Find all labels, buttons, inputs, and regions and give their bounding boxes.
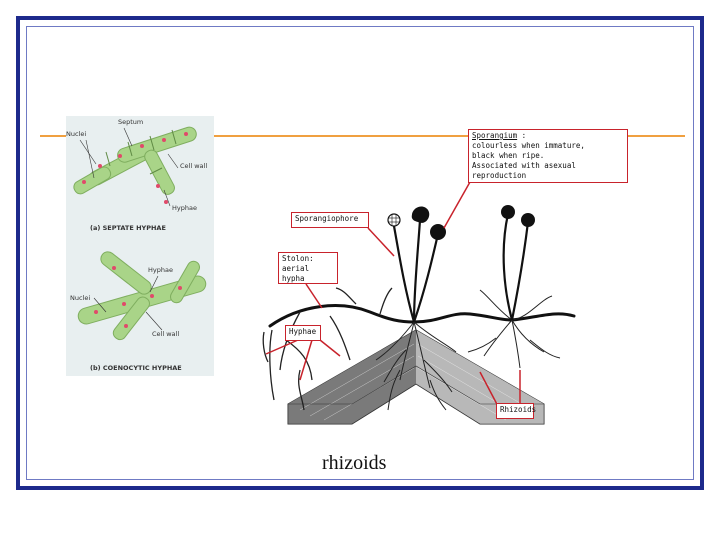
- rhizoid-cluster-right: [468, 290, 560, 368]
- sporangiophore-label: Sporangiophore: [295, 214, 365, 224]
- sporangium-callout: Sporangium : colourless when immature, b…: [468, 129, 628, 183]
- stolon-line: aerial hypha: [282, 264, 334, 284]
- sporangium-line-1: colourless when immature,: [472, 141, 624, 151]
- stolon-title: Stolon:: [282, 254, 334, 264]
- rhizoids-label: Rhizoids: [500, 405, 530, 415]
- sporangium-ripe: [521, 213, 535, 227]
- stolon-callout: Stolon: aerial hypha: [278, 252, 338, 284]
- sporangium-line-2: black when ripe.: [472, 151, 624, 161]
- hyphae-label: Hyphae: [289, 327, 317, 337]
- hyphae-callout: Hyphae: [285, 325, 321, 341]
- rhizoids-callout: Rhizoids: [496, 403, 534, 419]
- sporangium-title: Sporangium: [472, 131, 517, 140]
- sporangium-burst: [412, 207, 429, 223]
- stolon-hyphae: [270, 306, 574, 326]
- sporangium-immature: [388, 214, 400, 226]
- sporangiophore-callout: Sporangiophore: [291, 212, 369, 228]
- sporangium-ripe: [430, 224, 446, 240]
- sporangium-ripe: [501, 205, 515, 219]
- sporangia: [388, 205, 535, 240]
- sporangium-line-3: Associated with asexual reproduction: [472, 161, 624, 181]
- sporangiophores: [394, 214, 528, 322]
- slide-caption: rhizoids: [322, 452, 386, 475]
